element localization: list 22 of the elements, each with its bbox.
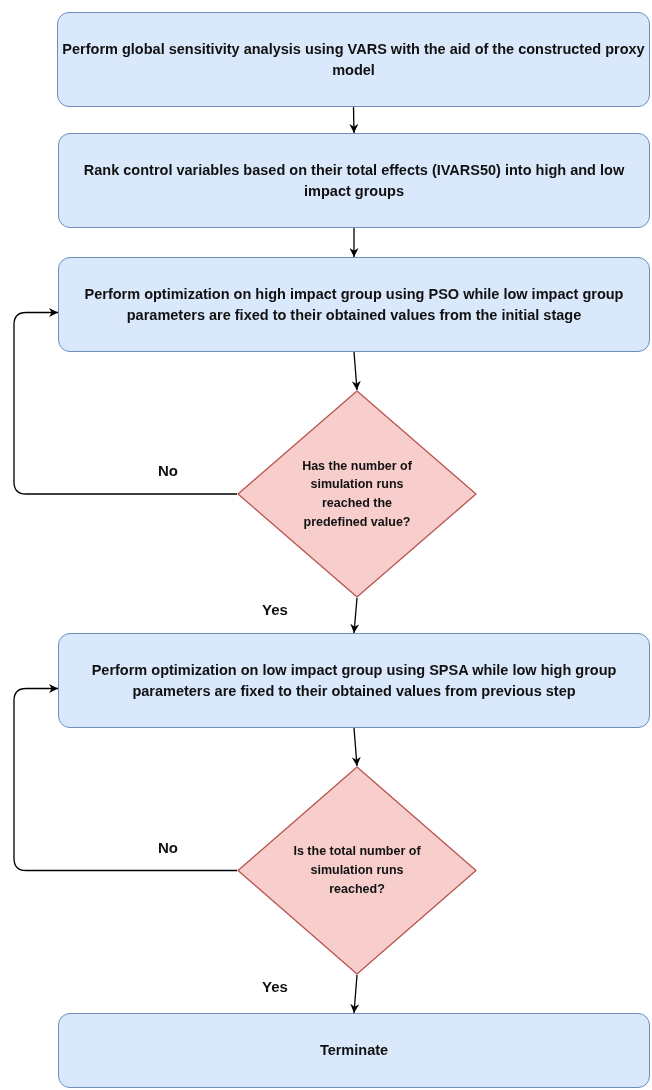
question-text: Has the number of simulation runs reached the predefined value?	[301, 457, 413, 531]
step-text: Perform optimization on low impact group using SPSA while low high group parameters are fixed to their obtained values from previous step	[90, 661, 618, 701]
process-box	[58, 133, 650, 228]
decision-diamond	[237, 766, 477, 975]
process-box	[58, 633, 650, 728]
arrow	[349, 106, 359, 134]
arrow	[13, 684, 238, 872]
step-text: Terminate	[319, 1041, 389, 1061]
decision-diamond	[237, 390, 477, 598]
process-box	[57, 12, 650, 107]
arrow	[349, 227, 359, 258]
step-text: Perform optimization on high impact group using PSO while low impact group parameters are fixed to their obtained values from the initial stage	[83, 285, 625, 325]
arrow	[350, 974, 360, 1014]
process-box	[58, 257, 650, 352]
question-text: Is the total number of simulation runs reached?	[292, 843, 422, 898]
process-box	[58, 1013, 650, 1088]
step-text: Rank control variables based on their total effects (IVARS50) into high and low impact groups	[82, 161, 626, 201]
arrow	[350, 597, 360, 634]
arrow	[13, 308, 238, 495]
step-text: Perform global sensitivity analysis using VARS with the aid of the constructed proxy model	[61, 40, 646, 80]
arrow	[351, 351, 361, 391]
arrow	[351, 727, 361, 767]
